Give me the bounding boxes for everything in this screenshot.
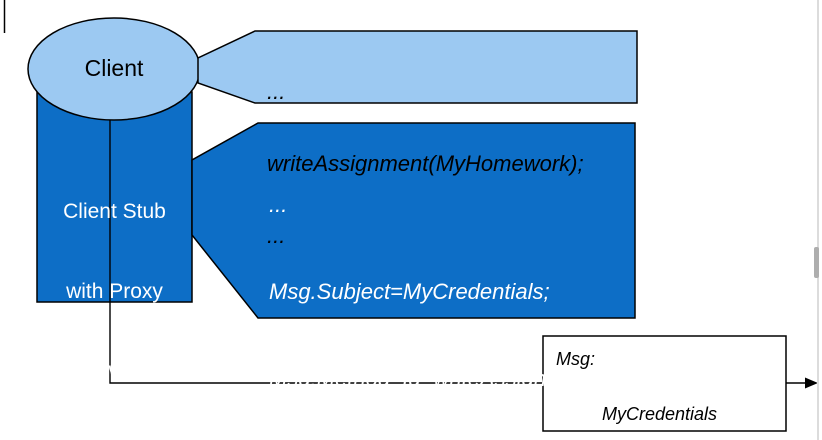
code-line: writeAssignment(MyHomework); — [267, 151, 584, 176]
client-label: Client — [84, 55, 144, 81]
message-field: MyCredentials — [602, 404, 718, 424]
stub-code-text: ... Msg.Subject=MyCredentials; Msg.Metho… — [269, 132, 632, 440]
stub-label-line: Client Stub — [63, 200, 166, 223]
message-box-content: MyCredentials writeAssignment_Id MyHomew… — [602, 349, 759, 440]
scrollbar-thumb[interactable] — [814, 247, 819, 278]
stub-label-line: (here without — [53, 359, 176, 382]
code-line: ... — [267, 223, 286, 248]
outgoing-arrow-head-icon — [805, 377, 818, 389]
message-flow-connector — [109, 120, 543, 384]
code-line: ... — [267, 79, 286, 104]
stub-code-callout-shape — [191, 122, 636, 319]
code-line: Msg.Method_Id=writeAssignment_Id; — [269, 366, 632, 391]
client-code-text: ... writeAssignment(MyHomework); ... — [267, 32, 584, 296]
client-stub-label: Client Stub with Proxy (here without PEP… — [37, 146, 192, 440]
scrollbar-track[interactable] — [817, 0, 819, 440]
code-line: ... — [269, 192, 288, 217]
code-line: Msg.Subject=MyCredentials; — [269, 279, 550, 304]
stub-label-line: with Proxy — [66, 279, 163, 303]
client-code-callout-shape — [197, 30, 638, 104]
stub-label-line: PEP and PDP) — [37, 438, 192, 440]
client-stub-box — [36, 91, 193, 303]
message-box-label: Msg: — [556, 349, 596, 369]
